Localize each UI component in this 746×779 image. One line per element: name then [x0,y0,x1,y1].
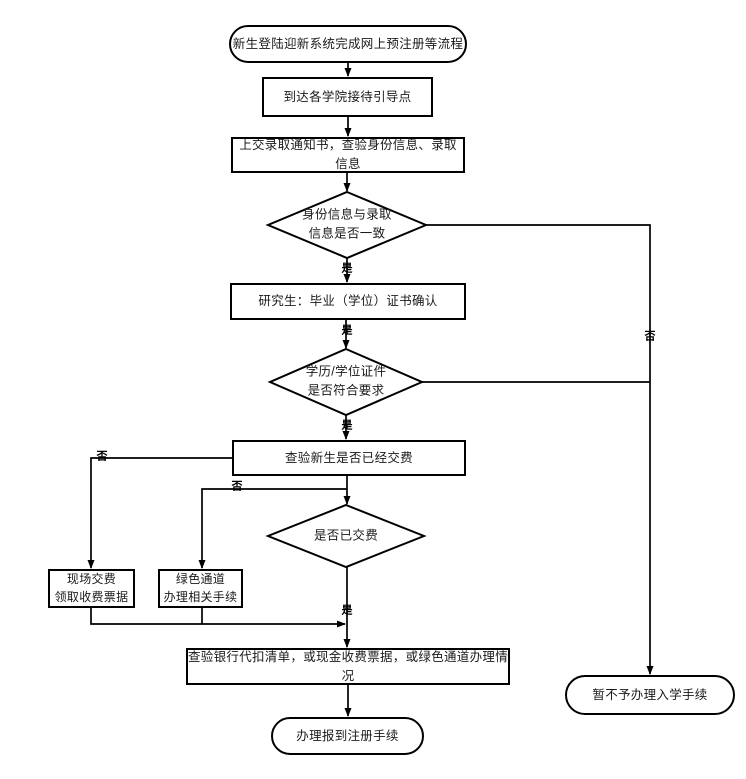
node-start: 新生登陆迎新系统完成网上预注册等流程 [229,25,467,63]
node-arrive-label: 到达各学院接待引导点 [283,89,412,104]
decision-identity-shape [265,190,429,260]
node-submit: 上交录取通知书，查验身份信息、录取信息 [231,137,465,173]
edge-label-yes-3: 是 [341,419,353,432]
edge-label-yes-1: 是 [341,262,353,275]
node-defer-label: 暂不予办理入学手续 [592,687,708,702]
node-submit-label: 上交录取通知书，查验身份信息、录取信息 [239,138,457,171]
node-register-label: 办理报到注册手续 [296,728,399,743]
edge-label-yes-2: 是 [341,324,353,337]
node-register: 办理报到注册手续 [271,717,424,755]
node-green-channel: 绿色通道 办理相关手续 [158,569,243,608]
node-grad-confirm: 研究生：毕业（学位）证书确认 [230,283,466,320]
decision-paid-label: 是否已交费 [313,528,379,543]
node-verify-receipt: 查验银行代扣清单，或现金收费票据，或绿色通道办理情况 [186,648,510,685]
node-start-label: 新生登陆迎新系统完成网上预注册等流程 [232,36,464,51]
decision-identity-label: 身份信息与录取 信息是否一致 [302,207,392,241]
edge-onsite-merge [90,608,346,628]
node-verify-receipt-label: 查验银行代扣清单，或现金收费票据，或绿色通道办理情况 [188,649,509,683]
decision-certificate-label: 学历/学位证件 是否符合要求 [305,364,387,398]
node-check-payment: 查验新生是否已经交费 [232,440,466,476]
node-onsite-payment: 现场交费 领取收费票据 [48,569,135,608]
edge-label-no-right: 否 [644,330,656,343]
edge-label-yes-4: 是 [341,604,353,617]
edge-label-no-green: 否 [231,480,243,493]
node-defer: 暂不予办理入学手续 [565,675,735,715]
node-grad-confirm-label: 研究生：毕业（学位）证书确认 [258,294,438,309]
decision-certificate-shape [267,347,425,417]
edge-d1-no-defer [426,224,654,675]
edge-label-no-onsite: 否 [96,450,108,463]
decision-paid-shape [265,503,427,569]
node-arrive: 到达各学院接待引导点 [262,77,433,117]
node-check-payment-label: 查验新生是否已经交费 [284,450,413,465]
edge-no-green [198,488,347,569]
edge-checkfee-no-onsite [87,457,232,569]
